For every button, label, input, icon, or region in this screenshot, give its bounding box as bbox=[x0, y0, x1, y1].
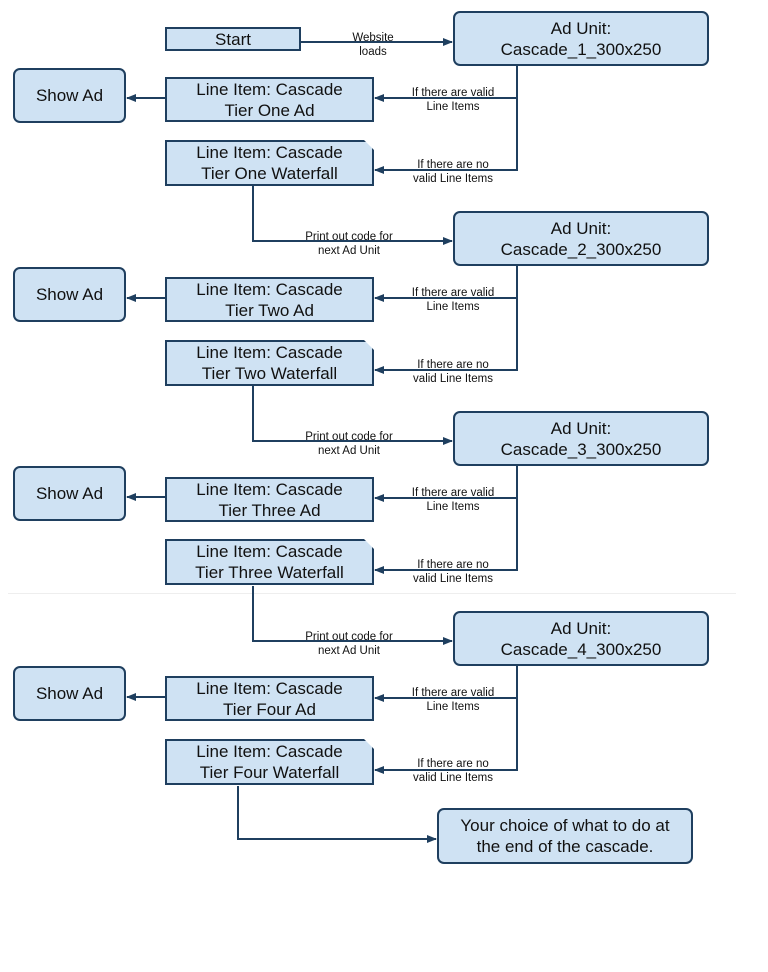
line-item-tier-4-ad: Line Item: Cascade Tier Four Ad bbox=[165, 676, 374, 721]
edge-no-valid-tier-4 bbox=[374, 698, 518, 774]
edge-label-website-loads: Website loads bbox=[352, 32, 394, 58]
edge-label-no-valid-3: If there are no valid Line Items bbox=[413, 559, 493, 585]
line-item-tier-2-ad: Line Item: Cascade Tier Two Ad bbox=[165, 277, 374, 322]
line-item-tier-4-waterfall: Line Item: Cascade Tier Four Waterfall bbox=[165, 739, 374, 785]
edge-no-valid-tier-2 bbox=[374, 298, 518, 374]
edge-label-valid-1: If there are valid Line Items bbox=[411, 87, 495, 113]
ad-unit-cascade-3: Ad Unit: Cascade_3_300x250 bbox=[453, 411, 709, 466]
edges-group bbox=[126, 38, 518, 843]
start-label: Start bbox=[215, 29, 251, 49]
edge-waterfall-to-ad-unit-2 bbox=[252, 186, 453, 245]
line-item-tier-1-waterfall: Line Item: Cascade Tier One Waterfall bbox=[165, 140, 374, 186]
edge-label-print-next-3: Print out code for next Ad Unit bbox=[305, 631, 393, 657]
line-item-tier-3-ad: Line Item: Cascade Tier Three Ad bbox=[165, 477, 374, 522]
edge-label-valid-4: If there are valid Line Items bbox=[411, 687, 495, 713]
ad-unit-cascade-2: Ad Unit: Cascade_2_300x250 bbox=[453, 211, 709, 266]
edge-waterfall-to-ad-unit-3 bbox=[252, 386, 453, 445]
line-item-tier-3-waterfall: Line Item: Cascade Tier Three Waterfall bbox=[165, 539, 374, 585]
ad-unit-cascade-4: Ad Unit: Cascade_4_300x250 bbox=[453, 611, 709, 666]
start-node: Start bbox=[165, 27, 301, 51]
edge-waterfall-to-ad-unit-4 bbox=[252, 586, 453, 645]
end-choice-node: Your choice of what to do at the end of … bbox=[437, 808, 693, 864]
edge-label-no-valid-1: If there are no valid Line Items bbox=[413, 159, 493, 185]
edge-no-valid-tier-1 bbox=[374, 98, 518, 174]
show-ad-tier-3: Show Ad bbox=[13, 466, 126, 521]
show-ad-tier-1: Show Ad bbox=[13, 68, 126, 123]
edge-label-print-next-2: Print out code for next Ad Unit bbox=[305, 431, 393, 457]
line-item-tier-2-waterfall: Line Item: Cascade Tier Two Waterfall bbox=[165, 340, 374, 386]
show-ad-tier-2: Show Ad bbox=[13, 267, 126, 322]
line-item-tier-1-ad: Line Item: Cascade Tier One Ad bbox=[165, 77, 374, 122]
edge-label-valid-2: If there are valid Line Items bbox=[411, 287, 495, 313]
edge-label-no-valid-2: If there are no valid Line Items bbox=[413, 359, 493, 385]
edge-waterfall-to-end bbox=[237, 786, 437, 843]
edge-no-valid-tier-3 bbox=[374, 498, 518, 574]
edge-label-print-next-1: Print out code for next Ad Unit bbox=[305, 231, 393, 257]
edge-label-no-valid-4: If there are no valid Line Items bbox=[413, 758, 493, 784]
faint-divider-line bbox=[8, 593, 736, 594]
edge-label-valid-3: If there are valid Line Items bbox=[411, 487, 495, 513]
show-ad-tier-4: Show Ad bbox=[13, 666, 126, 721]
ad-unit-cascade-1: Ad Unit: Cascade_1_300x250 bbox=[453, 11, 709, 66]
